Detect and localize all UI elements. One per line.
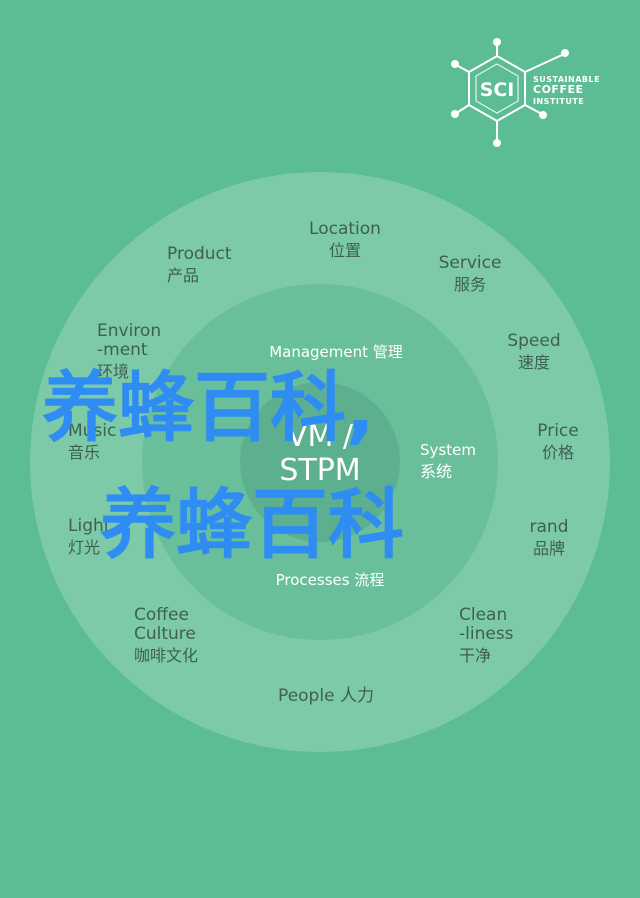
- label-management: Management 管理: [269, 343, 403, 361]
- center-disc: [240, 382, 400, 542]
- logo-line-2: COFFEE: [533, 83, 584, 96]
- hexagon-badge-icon: [451, 38, 569, 147]
- label-people: People 人力: [278, 686, 374, 706]
- center-label: VM / STPM: [279, 419, 361, 488]
- logo-line-3: INSTITUTE: [533, 97, 585, 106]
- logo-monogram: SCI: [480, 79, 515, 101]
- label-processes: Processes 流程: [275, 571, 385, 589]
- overlay-watermark-line-2: 养蜂百科: [100, 480, 404, 569]
- overlay-watermark-line-1: 养蜂百科,: [42, 363, 375, 452]
- logo-line-1: SUSTAINABLE: [533, 75, 601, 84]
